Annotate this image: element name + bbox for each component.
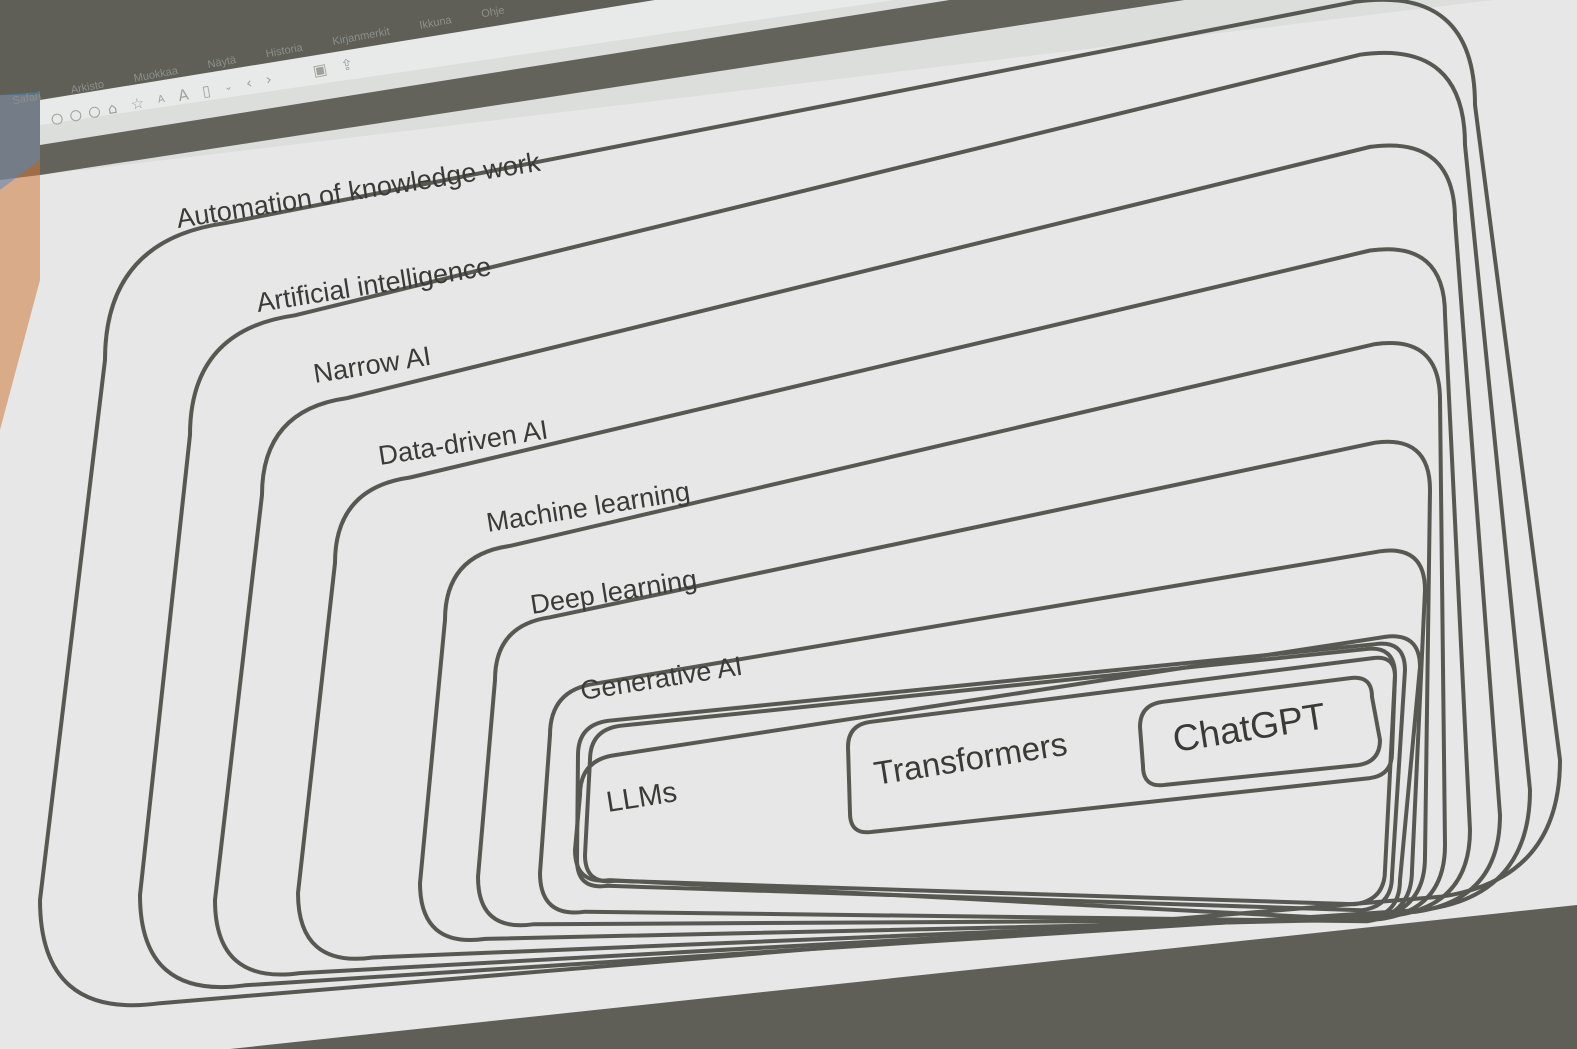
nested-box: [137, 50, 1533, 990]
inner-contour: [574, 641, 1408, 913]
sidebar-icon[interactable]: ▯: [200, 81, 212, 101]
forward-icon[interactable]: ›: [264, 70, 274, 89]
chevron-down-icon[interactable]: ⌄: [223, 80, 234, 94]
browser-gray-strip: [40, 0, 1185, 175]
window-minimize-dot[interactable]: [69, 108, 83, 122]
home-icon[interactable]: ⌂: [106, 98, 119, 119]
window-zoom-dot[interactable]: [88, 105, 101, 119]
window-close-dot[interactable]: [50, 112, 64, 126]
nested-box: [295, 247, 1473, 961]
screenshot-icon[interactable]: ▣: [311, 59, 329, 81]
nested-boxes: [37, 0, 1563, 1008]
browser-toolbar-band: [40, 0, 1494, 175]
screen-edge-glare-blue: [0, 92, 40, 190]
star-icon[interactable]: ☆: [129, 93, 146, 114]
text-larger-icon[interactable]: A: [176, 85, 191, 106]
nested-box: [417, 341, 1448, 942]
nested-box: [37, 0, 1563, 1008]
inner-contour: [582, 646, 1398, 907]
nested-box: [572, 634, 1423, 922]
menu-item[interactable]: Ohje: [480, 4, 506, 21]
menu-item[interactable]: Ikkuna: [418, 14, 453, 32]
nested-box: [475, 439, 1433, 928]
menu-item[interactable]: Safari: [11, 90, 43, 108]
transformers-box: [845, 655, 1398, 835]
back-icon[interactable]: ‹: [244, 73, 254, 93]
text-smaller-icon[interactable]: A: [156, 93, 166, 106]
nested-box: [212, 143, 1503, 977]
browser-top-bar: [40, 0, 894, 125]
nested-box: [537, 548, 1428, 924]
chatgpt-box: [1137, 675, 1383, 788]
